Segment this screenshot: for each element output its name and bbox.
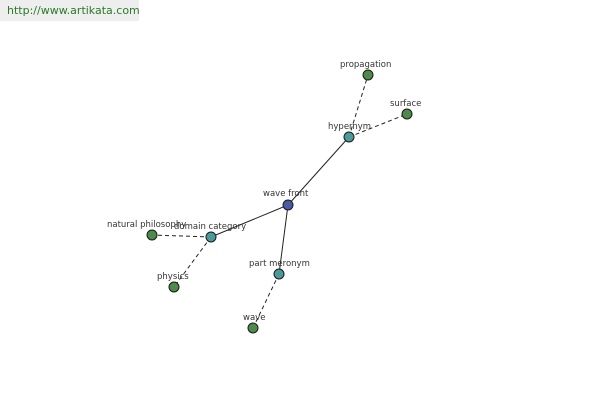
graph-edges [151, 74, 408, 329]
edge-part-meronym-to-wave [252, 273, 280, 329]
node-marker-propagation[interactable] [362, 69, 374, 81]
node-wave[interactable]: wave [243, 313, 265, 334]
edge-hypernym-to-surface [348, 113, 408, 138]
node-part-meronym[interactable]: part meronym [249, 259, 310, 280]
node-label-part-meronym: part meronym [249, 259, 310, 269]
edge-domain-category-to-physics [173, 236, 212, 288]
node-wave-front[interactable]: wave front [263, 189, 309, 211]
node-marker-wave[interactable] [247, 322, 259, 334]
node-marker-wave-front[interactable] [282, 199, 294, 211]
node-marker-hypernym[interactable] [343, 131, 355, 143]
node-natural-philosophy[interactable]: natural philosophy [107, 220, 186, 241]
node-label-hypernym: hypernym [328, 122, 371, 132]
site-banner: http://www.artikata.com [0, 0, 140, 21]
node-propagation[interactable]: propagation [340, 60, 391, 81]
node-marker-surface[interactable] [401, 108, 413, 120]
node-label-wave: wave [243, 313, 265, 323]
site-url-link[interactable]: http://www.artikata.com [7, 4, 140, 17]
node-label-surface: surface [390, 99, 421, 109]
node-label-wave-front: wave front [263, 189, 309, 199]
node-physics[interactable]: physics [157, 272, 189, 293]
node-marker-domain-category[interactable] [205, 231, 217, 243]
node-surface[interactable]: surface [390, 99, 421, 120]
node-marker-part-meronym[interactable] [273, 268, 285, 280]
node-domain-category[interactable]: domain category [174, 222, 246, 243]
edge-wave-front-to-domain-category [210, 204, 289, 238]
node-label-propagation: propagation [340, 60, 391, 70]
node-label-physics: physics [157, 272, 189, 282]
graph-nodes: wave front hypernym domain category part me… [107, 60, 421, 334]
node-marker-natural-philosophy[interactable] [146, 229, 158, 241]
node-label-domain-category: domain category [174, 222, 246, 232]
node-marker-physics[interactable] [168, 281, 180, 293]
edge-domain-category-to-natural-philosophy [151, 234, 212, 238]
edge-hypernym-to-propagation [348, 74, 369, 138]
edge-wave-front-to-hypernym [287, 136, 350, 206]
node-label-natural-philosophy: natural philosophy [107, 220, 186, 230]
node-hypernym[interactable]: hypernym [328, 122, 371, 143]
edge-wave-front-to-part-meronym [278, 204, 289, 275]
